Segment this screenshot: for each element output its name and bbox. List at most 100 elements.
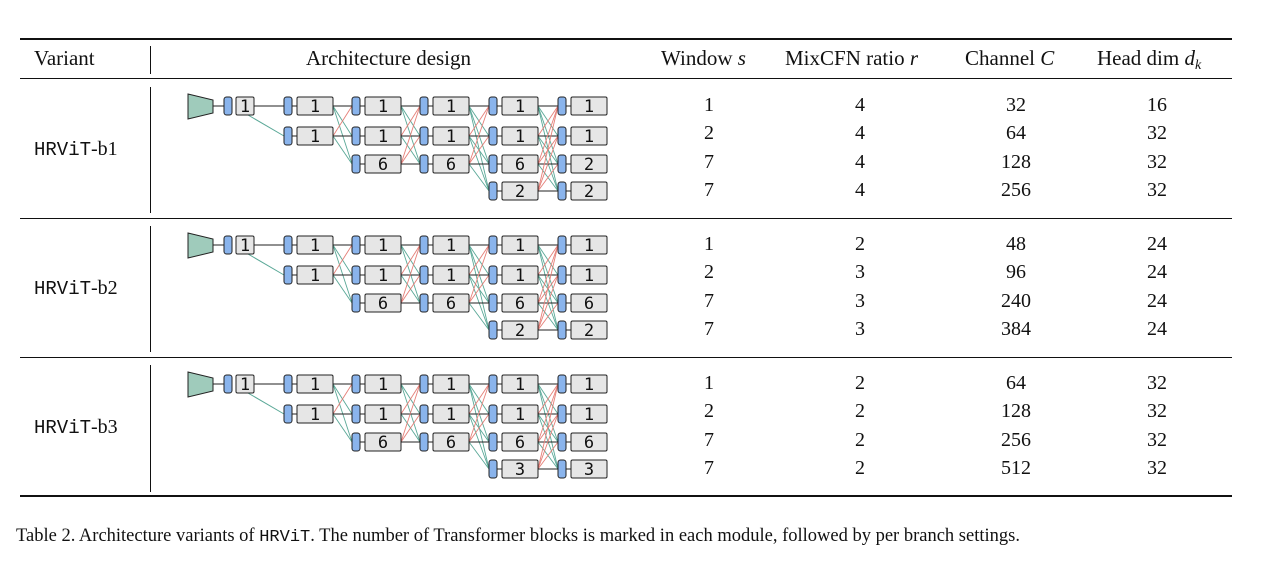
transformer-block-count: 1 bbox=[310, 236, 320, 256]
fusion-module bbox=[557, 181, 567, 201]
transformer-block bbox=[570, 374, 608, 394]
transformer-block-count: 1 bbox=[378, 375, 388, 395]
ratio-cell: 4 bbox=[855, 94, 865, 116]
table-row-rule-2 bbox=[20, 357, 1232, 358]
stem-fusion-module bbox=[223, 235, 233, 255]
fusion-module bbox=[557, 432, 567, 452]
transformer-block-count: 1 bbox=[446, 266, 456, 286]
ratio-cell: 2 bbox=[855, 428, 865, 451]
transformer-block-count: 2 bbox=[515, 182, 525, 202]
channel-cell: 256 bbox=[1001, 428, 1031, 451]
window-cell: 1 bbox=[704, 372, 714, 394]
fusion-module bbox=[419, 154, 429, 174]
transformer-block bbox=[432, 374, 470, 394]
transformer-block-count: 6 bbox=[378, 294, 388, 314]
transformer-block-count: 1 bbox=[378, 236, 388, 256]
channel-cell: 384 bbox=[1001, 317, 1031, 340]
transformer-block-count: 1 bbox=[378, 127, 388, 147]
head-dim-cell: 32 bbox=[1147, 428, 1167, 451]
transformer-block-count: 6 bbox=[446, 155, 456, 175]
window-cell: 7 bbox=[704, 289, 714, 312]
fusion-module bbox=[283, 96, 293, 116]
transformer-block bbox=[501, 126, 539, 146]
transformer-block bbox=[364, 154, 402, 174]
window-cell: 2 bbox=[704, 122, 714, 145]
fusion-module bbox=[488, 154, 498, 174]
fusion-module bbox=[419, 293, 429, 313]
transformer-block-count: 1 bbox=[310, 97, 320, 117]
transformer-block bbox=[296, 126, 334, 146]
transformer-block-count: 1 bbox=[584, 236, 594, 256]
fusion-module bbox=[488, 126, 498, 146]
stem-transformer-block bbox=[235, 96, 255, 116]
transformer-block bbox=[432, 126, 470, 146]
channel-cell: 96 bbox=[1006, 261, 1026, 284]
window-cell: 1 bbox=[704, 94, 714, 116]
window-cell: 2 bbox=[704, 261, 714, 284]
transformer-block-count: 6 bbox=[446, 433, 456, 453]
transformer-block bbox=[364, 404, 402, 424]
fusion-module bbox=[557, 126, 567, 146]
transformer-block bbox=[432, 404, 470, 424]
fusion-module bbox=[557, 154, 567, 174]
transformer-block bbox=[364, 235, 402, 255]
fusion-module bbox=[283, 235, 293, 255]
transformer-block bbox=[432, 432, 470, 452]
stem-block bbox=[187, 93, 214, 120]
transformer-block-count: 2 bbox=[584, 182, 594, 202]
fusion-module bbox=[283, 126, 293, 146]
transformer-block-count: 1 bbox=[515, 266, 525, 286]
head-dim-cell: 16 bbox=[1147, 94, 1167, 116]
transformer-block-count: 2 bbox=[584, 155, 594, 175]
transformer-block bbox=[570, 126, 608, 146]
transformer-block-count: 1 bbox=[515, 375, 525, 395]
transformer-block bbox=[364, 265, 402, 285]
fusion-module bbox=[351, 265, 361, 285]
row-separator-2 bbox=[150, 226, 151, 352]
fusion-module bbox=[557, 459, 567, 479]
fusion-module bbox=[488, 320, 498, 340]
transformer-block-count: 1 bbox=[446, 236, 456, 256]
transformer-block bbox=[432, 293, 470, 313]
fusion-module bbox=[419, 432, 429, 452]
window-cell: 1 bbox=[704, 233, 714, 255]
window-cell: 7 bbox=[704, 178, 714, 201]
transformer-block-count: 1 bbox=[515, 127, 525, 147]
head-dim-cell: 32 bbox=[1147, 178, 1167, 201]
transformer-block bbox=[570, 404, 608, 424]
row-separator-3 bbox=[150, 365, 151, 492]
stem-fusion-module bbox=[223, 374, 233, 394]
fusion-module bbox=[488, 404, 498, 424]
fusion-module bbox=[419, 404, 429, 424]
transformer-block-count: 6 bbox=[584, 294, 594, 314]
transformer-block-count: 1 bbox=[584, 127, 594, 147]
ratio-cell: 4 bbox=[855, 122, 865, 145]
transformer-block-count: 2 bbox=[584, 321, 594, 341]
transformer-block bbox=[432, 235, 470, 255]
transformer-block-count: 1 bbox=[378, 266, 388, 286]
channel-cell: 256 bbox=[1001, 178, 1031, 201]
variant-b1: HRViT-b1 bbox=[34, 138, 118, 161]
transformer-block bbox=[570, 154, 608, 174]
transformer-block bbox=[296, 96, 334, 116]
window-cell: 7 bbox=[704, 456, 714, 479]
ratio-cell: 3 bbox=[855, 289, 865, 312]
fusion-module bbox=[283, 374, 293, 394]
transformer-block-count: 1 bbox=[584, 375, 594, 395]
fusion-module bbox=[557, 320, 567, 340]
head-dim-cell: 24 bbox=[1147, 289, 1167, 312]
transformer-block bbox=[570, 235, 608, 255]
fusion-module bbox=[351, 235, 361, 255]
transformer-block bbox=[364, 96, 402, 116]
header-separator bbox=[150, 46, 151, 74]
fusion-module bbox=[488, 459, 498, 479]
transformer-block-count: 6 bbox=[378, 155, 388, 175]
channel-cell: 48 bbox=[1006, 233, 1026, 255]
variant-b3: HRViT-b3 bbox=[34, 416, 118, 439]
transformer-block-count: 1 bbox=[446, 127, 456, 147]
table-bottom-rule bbox=[20, 495, 1232, 497]
fusion-module bbox=[351, 432, 361, 452]
transformer-block bbox=[432, 265, 470, 285]
fusion-module bbox=[351, 154, 361, 174]
